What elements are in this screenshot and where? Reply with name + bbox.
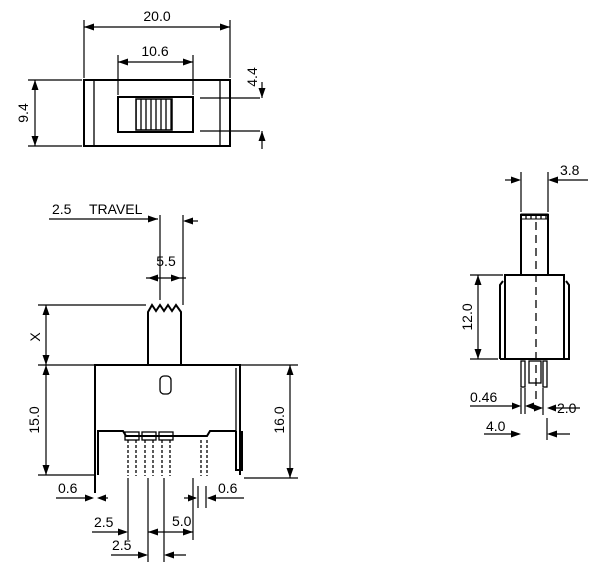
position-marker: [159, 375, 172, 395]
side-pin-right: [542, 360, 548, 388]
front-view: 0 2.5 TRAVEL: [26, 201, 298, 562]
dim-15-0: 15.0: [26, 364, 95, 476]
dim-5-5: 5.5: [146, 215, 186, 305]
side-view: 3.8 12.0 0.46 2.0: [459, 162, 588, 440]
side-pin-center: [528, 360, 542, 384]
dim-label-height: 9.4: [15, 103, 31, 123]
dim-label-pitch-a: 2.5: [94, 514, 114, 530]
top-view-body: [83, 79, 231, 147]
slot-outline: [117, 96, 194, 133]
dim-label-knob: 5.5: [156, 253, 176, 269]
dim-label-side-knob: 3.8: [560, 162, 580, 178]
dim-pitch-a: 2.5: [92, 478, 129, 540]
side-pin-left: [520, 360, 526, 388]
slider-actuator: [135, 98, 173, 131]
marking-label: 0: [178, 390, 179, 392]
side-bracket-right: [565, 280, 570, 359]
dim-label-x: X: [27, 332, 43, 342]
dim-3-8: 3.8: [505, 162, 588, 212]
dim-12-0: 12.0: [459, 274, 503, 360]
dim-16-0: 16.0: [240, 364, 298, 479]
dim-x: X: [27, 304, 146, 365]
front-view-body: [94, 364, 241, 475]
side-view-body: [504, 274, 565, 359]
dim-label-slot: 10.6: [141, 43, 168, 59]
dim-label-pitch-c: 2.5: [112, 537, 132, 553]
dim-0-46: 0.46: [470, 388, 536, 414]
dim-label-offset: 4.0: [486, 418, 506, 434]
dim-pitch-c: 2.5: [111, 478, 186, 562]
dim-label-slot-offset: 4.4: [244, 67, 260, 87]
knob-outline: [147, 303, 182, 365]
dim-label-width: 20.0: [143, 8, 170, 24]
side-bracket-left: [499, 280, 504, 359]
dim-label-total: 16.0: [271, 406, 287, 433]
side-knob-outline: [520, 214, 549, 275]
terminal-pins: [124, 431, 208, 476]
travel-value: 2.5: [52, 201, 72, 217]
dim-label-spacing: 2.0: [557, 400, 577, 416]
dim-label-side-height: 12.0: [459, 303, 475, 330]
dim-label-pin: 0.46: [470, 389, 497, 405]
dim-pitch-b: 5.0: [147, 478, 194, 562]
side-knob-grip: [520, 213, 549, 220]
top-view: 20.0 10.6 9.4 4.4: [15, 8, 266, 149]
bottom-flange: [97, 430, 236, 440]
mount-tab-right: [235, 431, 243, 471]
dim-label-right-tab: 0.6: [218, 480, 238, 496]
dim-travel: 2.5 TRAVEL: [49, 201, 198, 225]
dim-2-0: 2.0: [532, 388, 580, 416]
dim-label-body: 15.0: [26, 406, 42, 433]
travel-word: TRAVEL: [89, 201, 143, 217]
dim-left-tab: 0.6: [56, 480, 108, 502]
dim-4-4: 4.4: [244, 67, 266, 149]
dim-label-left-tab: 0.6: [58, 480, 78, 496]
dim-4-0: 4.0: [484, 418, 570, 440]
dim-label-pitch-b: 5.0: [172, 513, 192, 529]
dim-10-6: 10.6: [117, 43, 194, 95]
dim-20-0: 20.0: [83, 8, 231, 78]
dim-9-4: 9.4: [15, 79, 82, 147]
